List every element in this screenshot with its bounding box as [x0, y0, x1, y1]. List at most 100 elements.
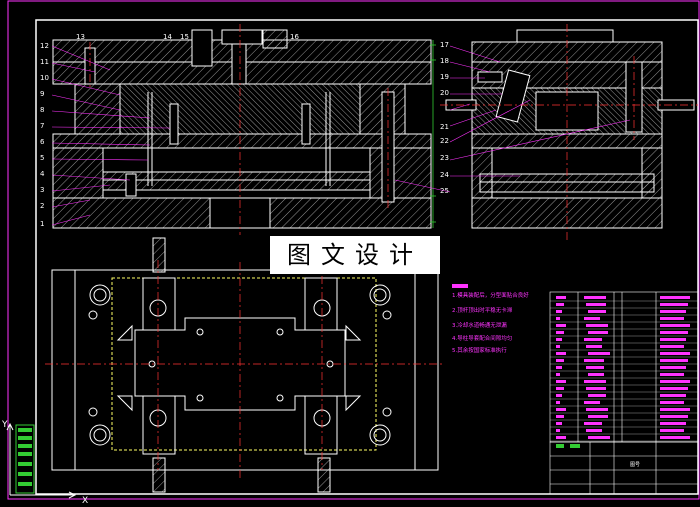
title-block-label: 图号	[630, 462, 640, 468]
bom-cell-mark	[584, 401, 600, 404]
bom-cell-mark	[660, 331, 688, 334]
left-callout-leaders	[51, 45, 171, 226]
bom-cell-mark	[556, 415, 564, 418]
bom-cell-mark	[660, 436, 690, 439]
bom-cell-mark	[584, 338, 602, 341]
title-block	[549, 441, 699, 495]
ucs-green-blocks	[18, 428, 32, 486]
bom-cell-mark	[586, 408, 608, 411]
bom-cell-mark	[556, 408, 566, 411]
bom-cell-mark	[660, 408, 690, 411]
front-section-view	[52, 29, 432, 229]
bom-cell-mark	[660, 366, 686, 369]
drawing-frame	[35, 19, 699, 495]
callout-22: 22	[440, 137, 449, 145]
bom-cell-mark	[556, 303, 564, 306]
ucs-y-label: Y	[1, 420, 8, 430]
bom-cell-mark	[586, 366, 604, 369]
bom-cell-mark	[588, 373, 604, 376]
front-view-centerlines	[89, 24, 389, 235]
callout-17: 17	[440, 41, 449, 49]
notes-heading-bar	[452, 284, 468, 288]
bom-cell-mark	[556, 373, 560, 376]
bom-cell-mark	[556, 324, 566, 327]
bom-cell-mark	[660, 387, 688, 390]
bom-cell-mark	[660, 415, 688, 418]
bom-cell-mark	[586, 429, 602, 432]
note-line-4: 4.导柱导套配合间隙均匀	[452, 334, 512, 342]
front-view-dimensions	[430, 40, 436, 228]
callout-10: 10	[40, 74, 49, 82]
left-callout-labels: 12 11 10 9 8 7 6 5 4 3 2 1	[40, 42, 49, 228]
bom-cell-mark	[586, 387, 606, 390]
callout-12: 12	[40, 42, 49, 50]
bom-cell-mark	[660, 303, 688, 306]
bom-cell-mark	[586, 345, 602, 348]
bom-cell-mark	[556, 429, 560, 432]
note-line-5: 5.其余按国家标准执行	[452, 346, 507, 354]
bom-cell-mark	[660, 394, 686, 397]
bom-cell-mark	[588, 352, 610, 355]
bom-cell-mark	[660, 345, 684, 348]
callout-19: 19	[440, 73, 449, 81]
bom-cell-mark	[556, 359, 564, 362]
plan-view-centerlines	[45, 260, 445, 480]
callout-18: 18	[440, 57, 449, 65]
bom-cell-mark	[556, 436, 566, 439]
callout-11: 11	[40, 58, 49, 66]
bom-cell-mark	[660, 380, 690, 383]
bom-cell-mark	[584, 296, 606, 299]
callout-23: 23	[440, 154, 449, 162]
bom-cell-mark	[588, 394, 606, 397]
note-line-3: 3.冷却水道畅通无泄漏	[452, 321, 507, 329]
callout-3: 3	[40, 186, 44, 194]
bom-cell-mark	[660, 310, 686, 313]
bom-cell-mark	[556, 331, 564, 334]
top-callout-labels: 13 14 15 16	[76, 33, 299, 41]
sheet-border	[7, 0, 700, 500]
bom-cell-mark	[660, 359, 688, 362]
bom-cell-mark	[556, 345, 560, 348]
callout-15: 15	[180, 33, 189, 41]
callout-13: 13	[76, 33, 85, 41]
bom-cell-mark	[556, 296, 566, 299]
callout-9: 9	[40, 90, 44, 98]
bom-cell-mark	[588, 415, 608, 418]
side-view-centerlines	[440, 24, 698, 240]
callout-25: 25	[440, 187, 449, 195]
bom-cell-mark	[660, 422, 686, 425]
callout-5: 5	[40, 154, 44, 162]
callout-1: 1	[40, 220, 44, 228]
bom-cell-mark	[588, 331, 608, 334]
bom-cell-mark	[660, 373, 684, 376]
callout-7: 7	[40, 122, 44, 130]
bom-cell-mark	[556, 380, 566, 383]
right-callout-labels: 17 18 19 20 21 22 23 24 25	[440, 41, 449, 195]
note-line-2: 2.顶杆顶出时平稳无卡滞	[452, 306, 513, 314]
callout-16: 16	[290, 33, 299, 41]
callout-6: 6	[40, 138, 45, 146]
right-callout-leaders	[394, 45, 631, 193]
bom-cell-mark	[588, 436, 610, 439]
bom-cell-mark	[660, 296, 690, 299]
callout-20: 20	[440, 89, 449, 97]
bom-cell-mark	[556, 338, 562, 341]
bom-cell-mark	[586, 303, 606, 306]
bom-cell-mark	[556, 352, 566, 355]
bom-cell-mark	[556, 401, 560, 404]
technical-notes: 1.模具装配后，分型面贴合良好 2.顶杆顶出时平稳无卡滞 3.冷却水道畅通无泄漏…	[452, 284, 529, 354]
ucs-x-label: X	[82, 496, 88, 506]
bom-cell-mark	[660, 401, 684, 404]
bom-cell-mark	[660, 324, 690, 327]
bom-rows	[550, 296, 698, 442]
bom-cell-mark	[556, 422, 562, 425]
callout-4: 4	[40, 170, 45, 178]
callout-24: 24	[440, 171, 449, 179]
callout-8: 8	[40, 106, 44, 114]
bom-cell-mark	[584, 422, 602, 425]
ucs-icon	[6, 422, 77, 499]
bom-cell-mark	[588, 310, 606, 313]
bom-cell-mark	[660, 352, 690, 355]
bom-cell-mark	[556, 310, 562, 313]
